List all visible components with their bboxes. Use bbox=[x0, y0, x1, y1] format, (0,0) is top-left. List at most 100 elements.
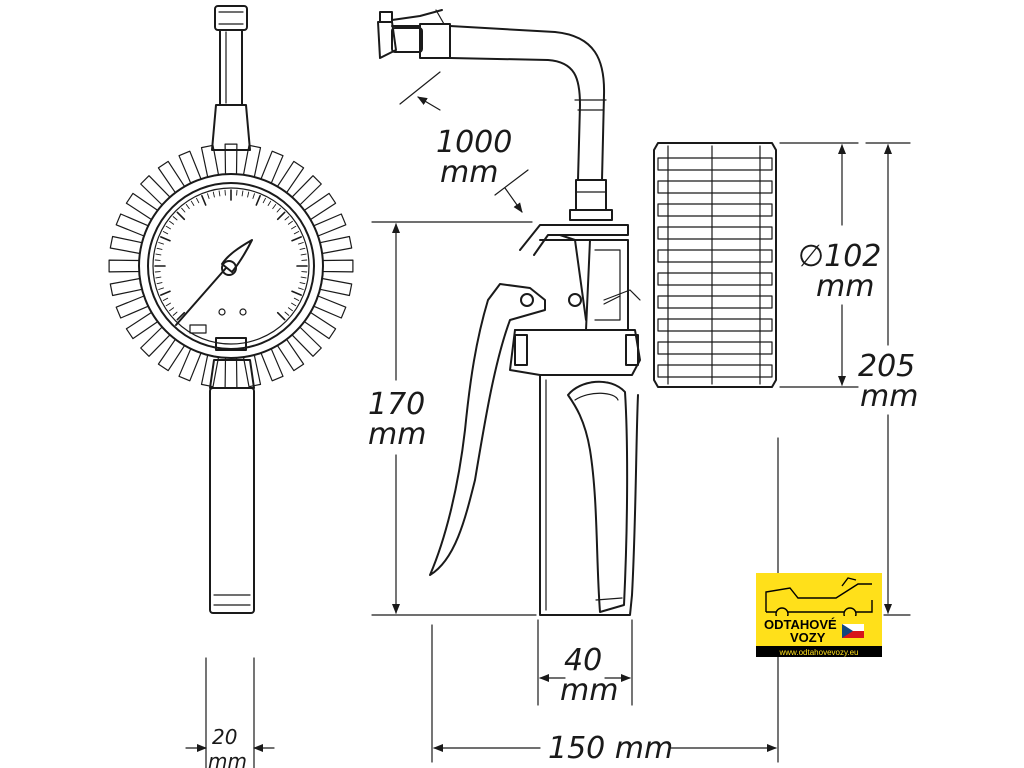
scale-tick-minor bbox=[287, 307, 293, 312]
scale-tick-minor bbox=[299, 247, 306, 250]
odtahove-vozy-logo: ODTAHOVÉ VOZY www.odtahovevozy.eu bbox=[756, 573, 882, 657]
dim-grip-width: 40 mm bbox=[537, 619, 633, 708]
gauge-label-plate bbox=[189, 324, 207, 334]
cage-slat bbox=[657, 203, 773, 217]
scale-tick-minor bbox=[190, 200, 195, 206]
cage-slat bbox=[657, 318, 773, 332]
cage-slat bbox=[657, 272, 773, 286]
dim-handle-width: 20 mm bbox=[185, 657, 275, 768]
front-handle bbox=[209, 359, 255, 614]
scale-tick-minor bbox=[165, 302, 171, 307]
scale-tick-minor bbox=[291, 225, 297, 230]
scale-tick-minor bbox=[291, 302, 297, 307]
scale-tick-minor bbox=[158, 242, 164, 245]
scale-tick-minor bbox=[172, 311, 178, 316]
dim-overall-height-unit: mm bbox=[860, 379, 918, 414]
scale-tick-minor bbox=[284, 311, 290, 316]
gauge-guard-ring bbox=[108, 143, 354, 389]
front-view: 20 mm bbox=[108, 5, 354, 768]
guard-fin bbox=[178, 150, 202, 184]
scale-tick-minor bbox=[165, 225, 171, 230]
scale-tick-minor bbox=[181, 207, 186, 213]
dim-diameter: ∅102 mm bbox=[779, 142, 881, 388]
scale-tick-minor bbox=[276, 207, 281, 213]
cage-slat bbox=[657, 295, 773, 309]
air-chuck bbox=[377, 9, 451, 59]
scale-tick-major bbox=[255, 195, 261, 206]
scale-tick-minor bbox=[298, 242, 304, 245]
front-hose-connector bbox=[211, 5, 251, 151]
scale-tick-major bbox=[176, 211, 186, 221]
scale-tick-major bbox=[276, 211, 286, 221]
dim-grip-height: 170 mm bbox=[368, 221, 537, 616]
scale-tick-minor bbox=[162, 231, 169, 235]
side-view bbox=[377, 9, 777, 616]
guard-fin bbox=[224, 143, 238, 175]
scale-tick-minor bbox=[169, 220, 175, 225]
gauge-dial bbox=[152, 187, 310, 345]
dim-handle-width-unit: mm bbox=[208, 749, 247, 768]
guard-fin bbox=[260, 348, 284, 382]
dim-grip-height-unit: mm bbox=[368, 417, 426, 452]
dim-handle-width-value: 20 bbox=[212, 725, 237, 749]
scale-tick-minor bbox=[218, 190, 221, 197]
guard-fin bbox=[319, 277, 353, 297]
scale-tick-minor bbox=[196, 197, 200, 204]
logo-line2: VOZY bbox=[790, 630, 826, 645]
grip bbox=[509, 329, 641, 616]
cage-slat bbox=[657, 180, 773, 194]
scale-tick-major bbox=[176, 311, 186, 321]
scale-tick-minor bbox=[169, 307, 175, 312]
guard-fin bbox=[313, 213, 347, 237]
dim-hose-length-unit: mm bbox=[440, 155, 498, 190]
scale-tick-minor bbox=[155, 276, 162, 279]
scale-tick-minor bbox=[156, 247, 163, 250]
dim-grip-width-unit: mm bbox=[560, 673, 618, 708]
scale-tick-minor bbox=[247, 191, 250, 198]
scale-tick-minor bbox=[298, 287, 304, 290]
scale-tick-minor bbox=[272, 204, 277, 210]
dim-diameter-value: ∅102 bbox=[798, 239, 881, 274]
scale-tick-minor bbox=[293, 231, 300, 235]
guard-fin bbox=[224, 357, 238, 389]
gun-head bbox=[519, 224, 641, 331]
hose bbox=[449, 25, 607, 181]
scale-tick-minor bbox=[156, 282, 163, 285]
scale-tick-major bbox=[291, 290, 303, 296]
hose-coupling bbox=[569, 179, 613, 221]
flag-icon bbox=[842, 624, 864, 638]
logo-line1: ODTAHOVÉ bbox=[764, 617, 837, 632]
guard-fin bbox=[319, 235, 353, 255]
guard-fin bbox=[322, 259, 354, 273]
cage-slat bbox=[657, 341, 773, 355]
guard-fin bbox=[115, 213, 149, 237]
dim-grip-width-value: 40 bbox=[564, 643, 602, 678]
logo-url: www.odtahovevozy.eu bbox=[778, 648, 858, 657]
gauge-dot bbox=[218, 308, 226, 316]
dim-grip-height-value: 170 bbox=[368, 387, 425, 422]
scale-tick-minor bbox=[300, 253, 307, 256]
gauge-inner-bezel bbox=[147, 182, 315, 350]
trigger-lever bbox=[429, 283, 582, 576]
cage-slat bbox=[657, 226, 773, 240]
scale-tick-minor bbox=[300, 276, 307, 279]
guard-fin bbox=[108, 259, 140, 273]
dim-diameter-unit: mm bbox=[816, 269, 874, 304]
gauge-dot bbox=[239, 308, 247, 316]
scale-tick-major bbox=[201, 195, 207, 206]
scale-tick-minor bbox=[287, 220, 293, 225]
scale-tick-minor bbox=[162, 297, 169, 301]
guard-fin bbox=[260, 150, 284, 184]
scale-tick-minor bbox=[299, 282, 306, 285]
cage-slat bbox=[657, 249, 773, 263]
scale-tick-major bbox=[160, 236, 171, 242]
scale-tick-major bbox=[160, 290, 171, 296]
scale-tick-minor bbox=[284, 216, 290, 221]
scale-tick-minor bbox=[158, 287, 164, 290]
scale-tick-minor bbox=[185, 204, 190, 210]
guard-fin bbox=[178, 348, 202, 382]
scale-tick-minor bbox=[207, 193, 210, 199]
guard-fin bbox=[313, 295, 347, 319]
scale-tick-minor bbox=[212, 191, 215, 198]
